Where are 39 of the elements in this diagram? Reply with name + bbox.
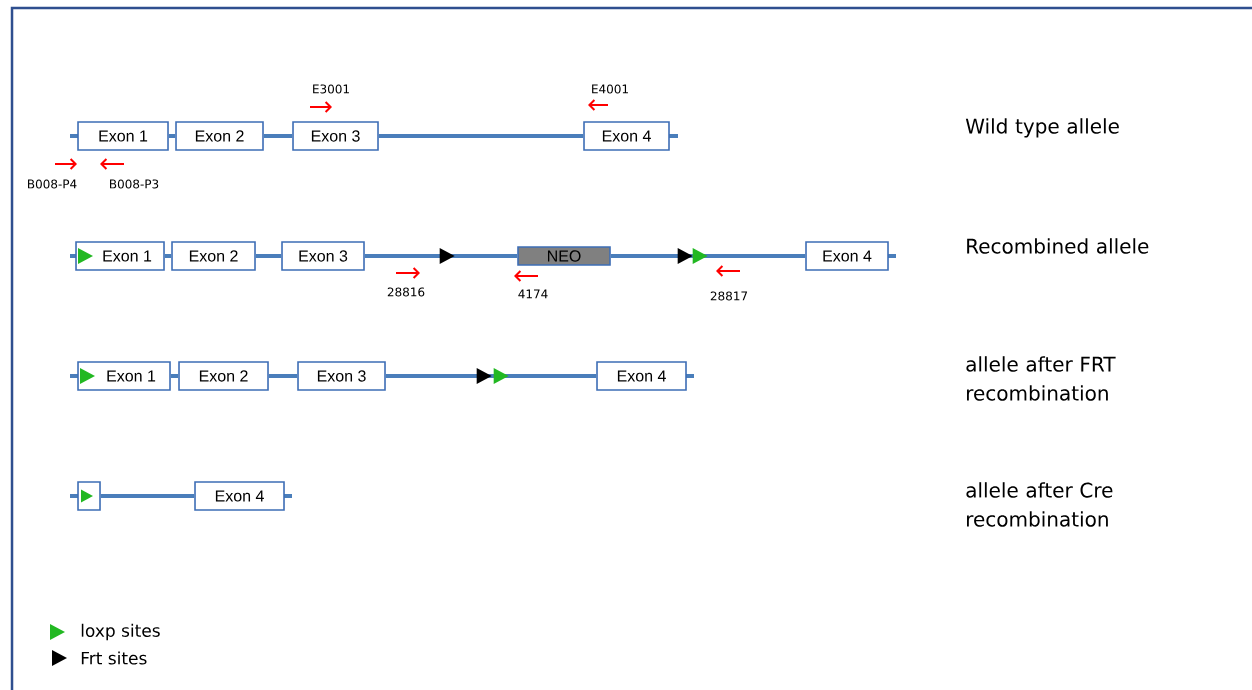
exon-box: Exon 3 <box>281 241 365 271</box>
neo-box: NEO <box>517 246 611 266</box>
allele-label: Wild type allele <box>965 118 1119 138</box>
primer-label: 28816 <box>387 287 425 297</box>
intron-line <box>164 254 172 258</box>
allele-label: Recombined allele <box>967 238 1149 254</box>
primer-label: E3001 <box>313 84 349 94</box>
legend-text: loxp sites <box>81 623 160 641</box>
intron-line <box>268 374 298 378</box>
site-arrow <box>385 368 597 384</box>
exon-box: Exon 1 <box>77 361 171 391</box>
intron-line <box>255 254 282 258</box>
exon-box: Exon 1 <box>75 241 165 271</box>
intron-line <box>263 134 293 138</box>
exon-box: Exon 1 <box>77 121 169 151</box>
intron-line <box>170 374 179 378</box>
exon-box: Exon 4 <box>596 361 687 391</box>
site-arrow <box>364 248 518 264</box>
site-arrow <box>610 248 806 264</box>
exon-box: Exon 4 <box>583 121 670 151</box>
exon-box: Exon 2 <box>178 361 269 391</box>
primer-label: B008-P4 <box>28 179 77 189</box>
primer-label: 28817 <box>710 291 748 301</box>
exon-box: Exon 3 <box>297 361 386 391</box>
exon-box: Exon 2 <box>171 241 256 271</box>
small-box <box>77 481 101 511</box>
primer-label: 4174 <box>518 289 548 299</box>
legend-text: Frt sites <box>81 651 147 665</box>
allele-label: allele after FRT recombination <box>966 356 1116 401</box>
exon-box: Exon 4 <box>805 241 889 271</box>
intron-line <box>100 494 195 498</box>
exon-box: Exon 4 <box>194 481 285 511</box>
intron-line <box>378 134 584 138</box>
allele-label: allele after Cre recombination <box>966 482 1113 527</box>
exon-box: Exon 3 <box>292 121 379 151</box>
primer-label: B008-P3 <box>110 179 159 189</box>
exon-box: Exon 2 <box>175 121 264 151</box>
intron-line <box>168 134 176 138</box>
primer-label: E4001 <box>592 84 628 94</box>
